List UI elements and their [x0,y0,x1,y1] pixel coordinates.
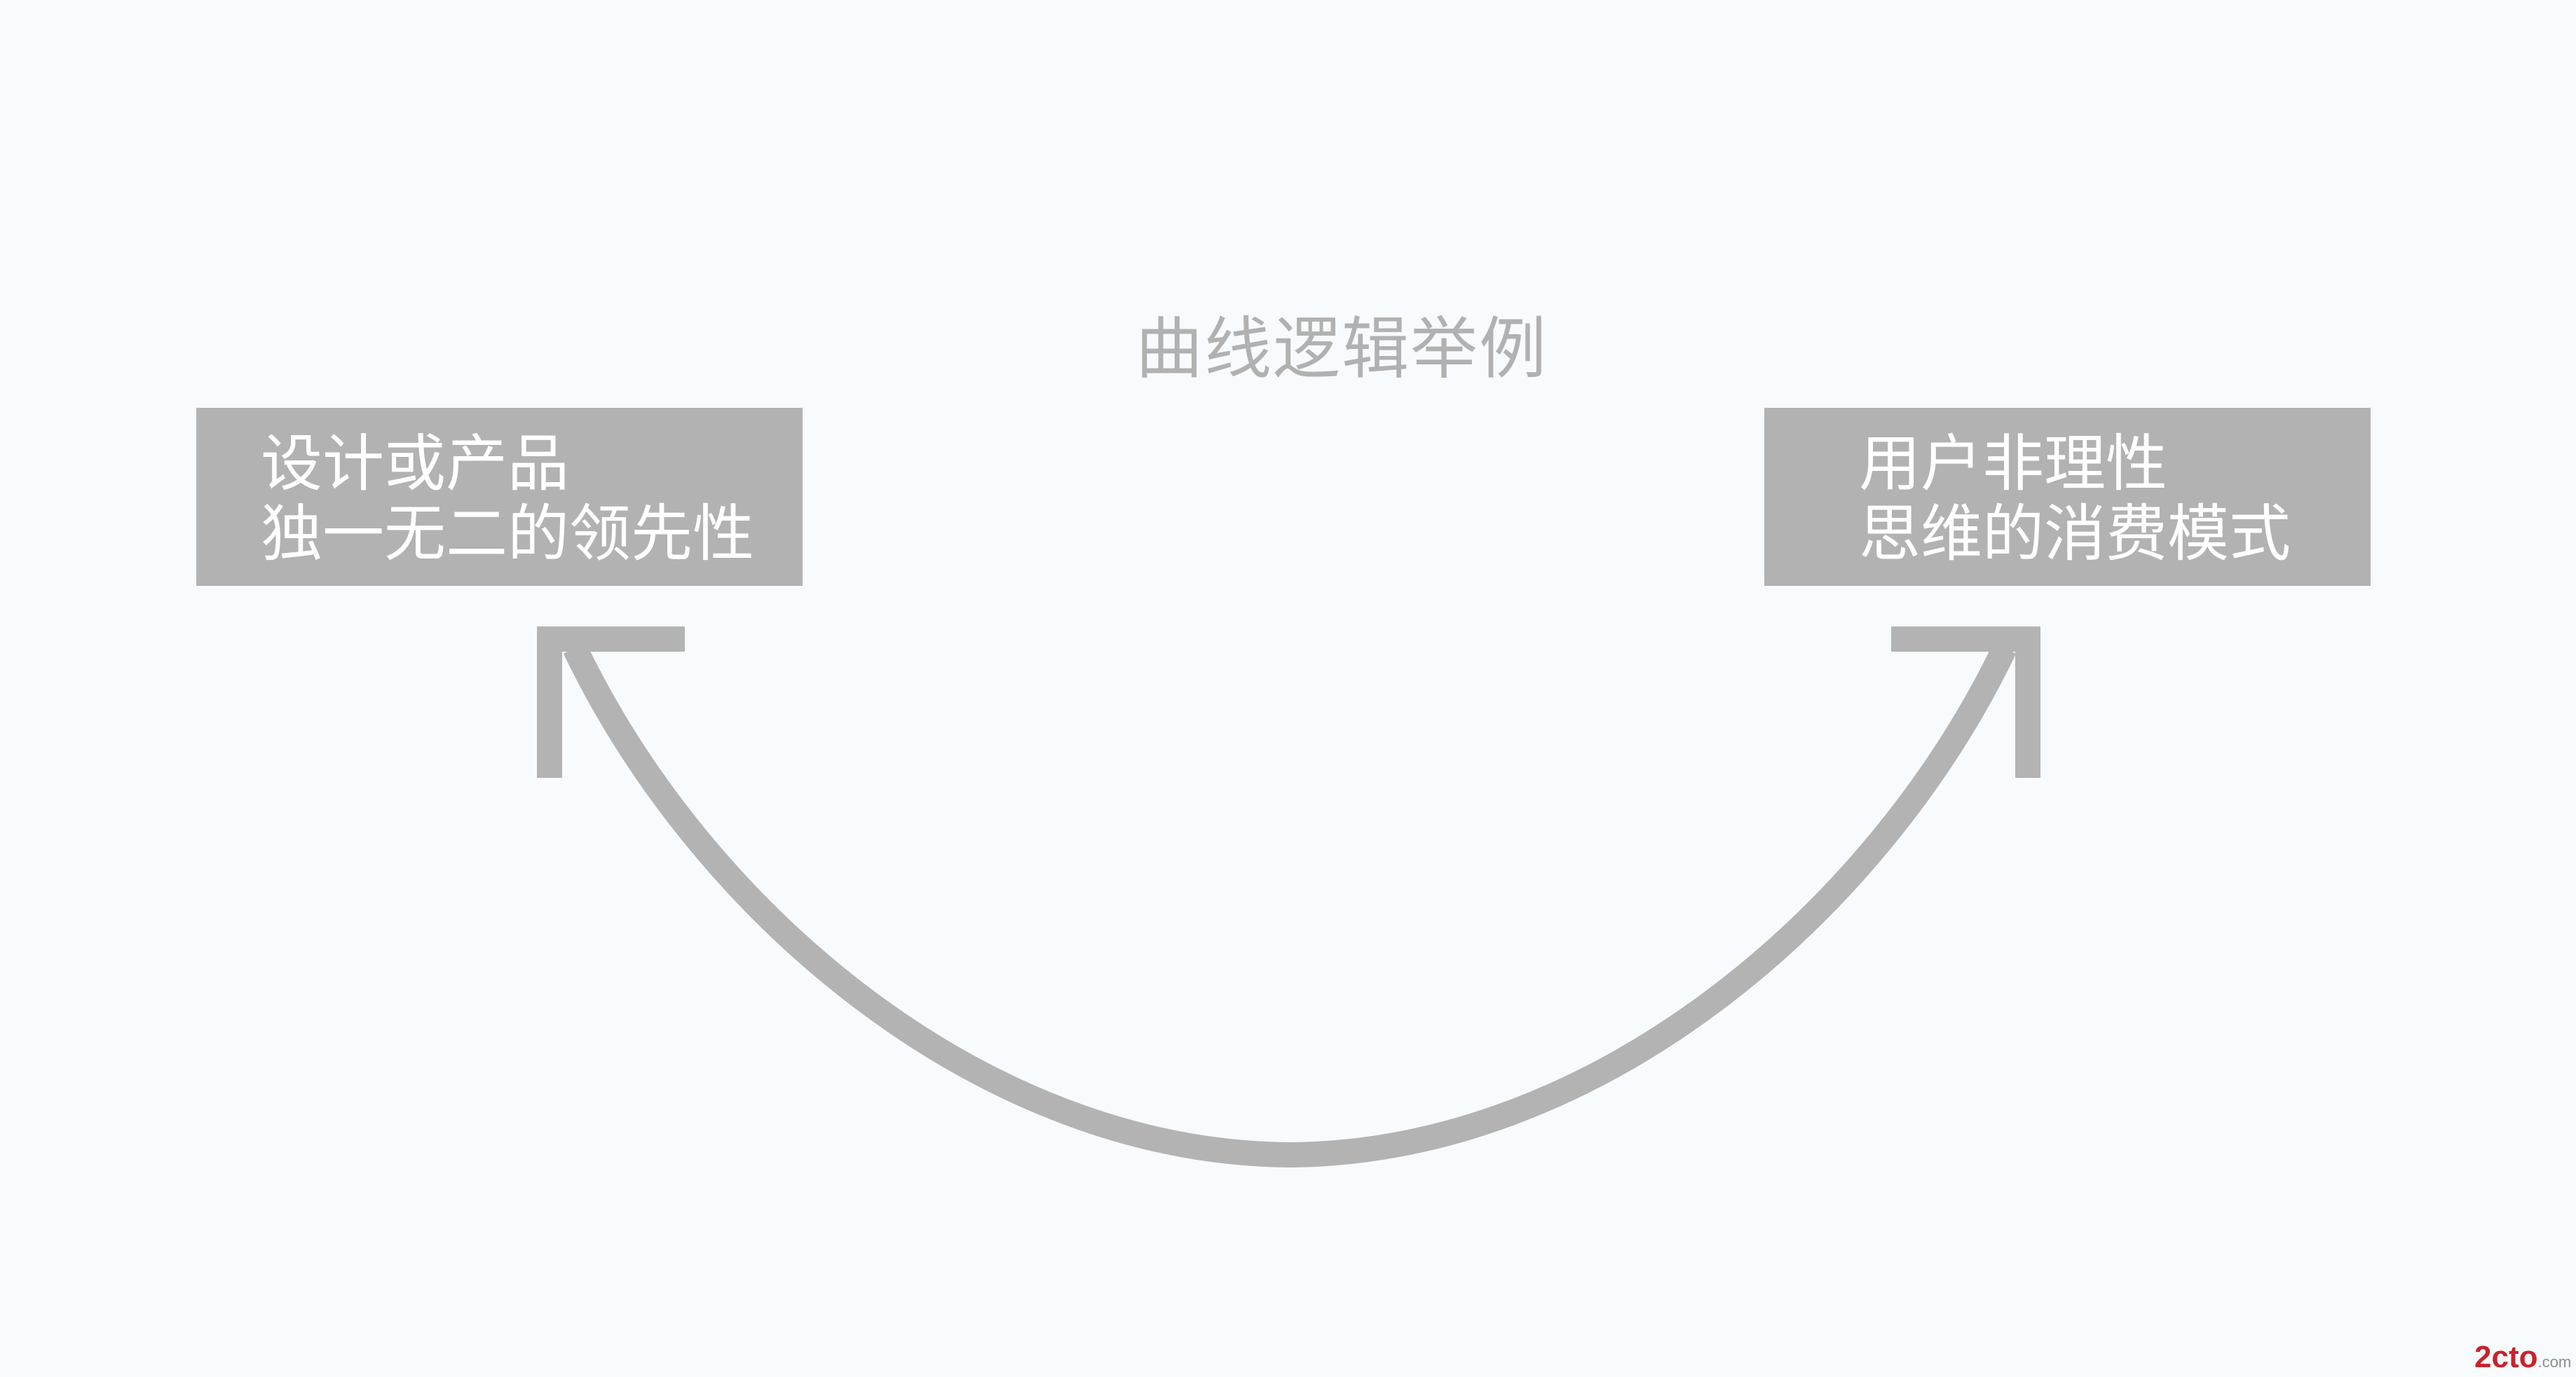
left-box-line-2: 独一无二的领先性 [261,498,755,570]
right-box-line-1: 用户非理性 [1859,427,2168,500]
watermark-text: 2cto [2474,1340,2538,1374]
site-watermark: 2cto.com [2474,1340,2571,1375]
left-arrowhead [537,626,685,778]
watermark-suffix: .com [2537,1353,2572,1371]
diagram-title: 曲线逻辑举例 [1136,310,1548,388]
left-box-line-1: 设计或产品 [261,427,570,500]
right-arrowhead [1891,626,2040,778]
right-concept-box: 用户非理性 思维的消费模式 [1764,408,2371,586]
curved-arrow-path [563,643,2017,1168]
right-box-line-2: 思维的消费模式 [1859,498,2291,570]
left-concept-box: 设计或产品 独一无二的领先性 [196,408,803,586]
